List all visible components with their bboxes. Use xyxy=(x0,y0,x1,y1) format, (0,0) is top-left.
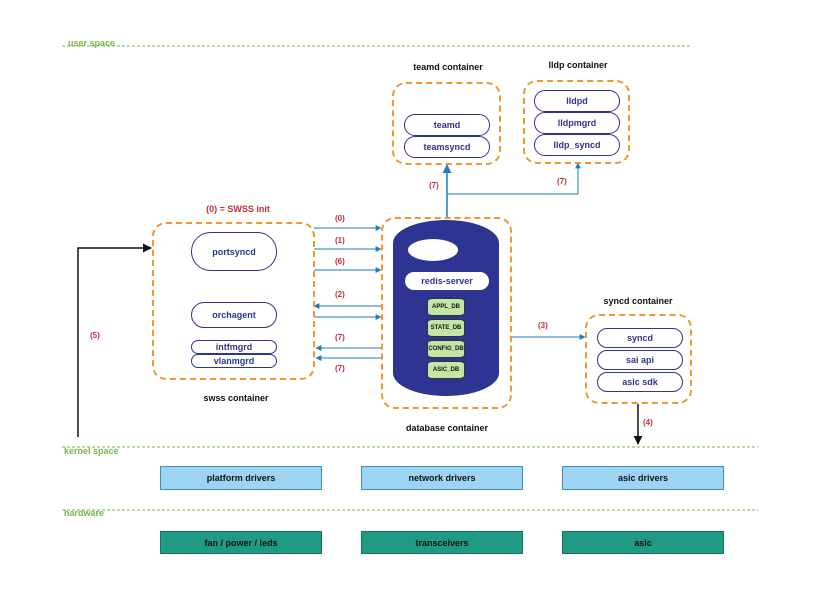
arrow-5 xyxy=(77,243,152,437)
asic-db: ASIC_DB xyxy=(427,361,465,379)
teamd-container xyxy=(392,82,501,165)
step-label-7-teamd: (7) xyxy=(429,181,439,190)
hardware-transceivers: transceivers xyxy=(361,531,523,554)
platform-drivers: platform drivers xyxy=(160,466,322,490)
step-label-5: (5) xyxy=(90,331,100,340)
syncd-container xyxy=(585,314,692,404)
step-label-2: (2) xyxy=(335,290,345,299)
syncd-process: syncd xyxy=(597,328,683,348)
teamd-container-title: teamd container xyxy=(413,62,483,72)
step-label-0: (0) xyxy=(335,214,345,223)
intfmgrd-process: intfmgrd xyxy=(191,340,277,354)
step-label-7-lldp: (7) xyxy=(557,177,567,186)
lldpd-process: lldpd xyxy=(534,90,620,112)
hardware-fan-power-leds: fan / power / leds xyxy=(160,531,322,554)
database-container xyxy=(381,217,512,409)
swss-init-note: (0) = SWSS init xyxy=(206,204,270,214)
state-db: STATE_DB xyxy=(427,319,465,337)
step-label-3: (3) xyxy=(538,321,548,330)
step-label-7b: (7) xyxy=(335,364,345,373)
arrow-7-lldp xyxy=(447,162,581,195)
lldp-syncd-process: lldp_syncd xyxy=(534,134,620,156)
lldp-container-title: lldp container xyxy=(548,60,608,70)
step-label-4: (4) xyxy=(643,418,653,427)
config-db: CONFIG_DB xyxy=(427,340,465,358)
step-label-1: (1) xyxy=(335,236,345,245)
lldp-container xyxy=(523,80,630,164)
teamsyncd-process: teamsyncd xyxy=(404,136,490,158)
asic-sdk-process: asic sdk xyxy=(597,372,683,392)
syncd-container-title: syncd container xyxy=(603,296,673,306)
sai-api-process: sai api xyxy=(597,350,683,370)
hardware-asic: asic xyxy=(562,531,724,554)
database-container-title: database container xyxy=(405,423,489,433)
portsyncd-process: portsyncd xyxy=(191,232,277,271)
hardware-label: hardware xyxy=(64,508,105,518)
step-label-6: (6) xyxy=(335,257,345,266)
swss-container-title: swss container xyxy=(203,393,269,403)
appl-db: APPL_DB xyxy=(427,298,465,316)
asic-drivers: asic drivers xyxy=(562,466,724,490)
teamd-process: teamd xyxy=(404,114,490,136)
vlanmgrd-process: vlanmgrd xyxy=(191,354,277,368)
network-drivers: network drivers xyxy=(361,466,523,490)
kernel-space-label: kernel space xyxy=(64,446,119,456)
swss-container xyxy=(152,222,315,380)
user-space-label: user space xyxy=(68,38,116,48)
orchagent-process: orchagent xyxy=(191,302,277,328)
lldpmgrd-process: lldpmgrd xyxy=(534,112,620,134)
step-label-7a: (7) xyxy=(335,333,345,342)
redis-server-process: redis-server xyxy=(404,271,490,291)
